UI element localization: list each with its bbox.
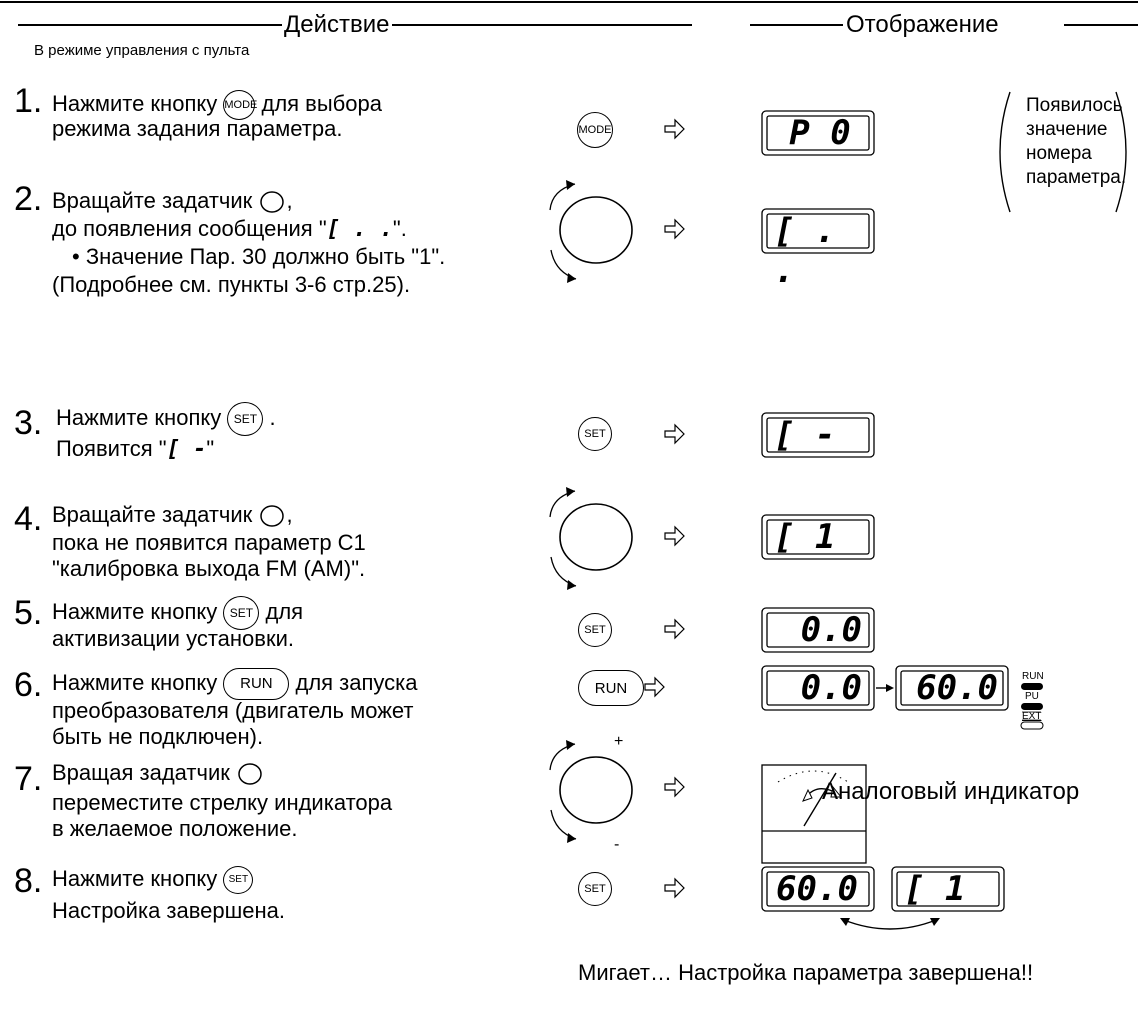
step-8-line2: Настройка завершена. (52, 898, 286, 923)
blink-double-arrow-icon (840, 918, 940, 930)
display-frame (895, 665, 1009, 711)
step-7-line3: в желаемое положение. (52, 816, 298, 841)
minus-sign: - (614, 836, 620, 853)
analog-meter-icon (761, 764, 867, 864)
meter-label: Аналоговый индикатор (822, 778, 1080, 805)
dial-icon (549, 487, 633, 590)
step-1-line1: Нажмите кнопку MODE для выбора (52, 90, 382, 120)
display-frame (761, 607, 875, 653)
run-button-inline: RUN (223, 668, 290, 700)
step-2-line3: • Значение Пар. 30 должно быть "1". (72, 244, 446, 269)
step-5-number: 5. (14, 594, 43, 632)
step-7-number: 7. (14, 760, 43, 798)
step-6-line1: Нажмите кнопку RUN для запуска (52, 668, 418, 700)
step-1-number: 1. (14, 82, 43, 120)
step-4-number: 4. (14, 500, 43, 538)
set-button-inline: SET (223, 596, 260, 630)
dial-icon (549, 740, 633, 843)
led-indicators (1020, 683, 1044, 730)
plus-sign: + (614, 733, 624, 750)
step-2-line4: (Подробнее см. пункты 3-6 стр.25). (52, 272, 411, 297)
set-button[interactable]: SET (578, 613, 612, 647)
step-4-line1: Вращайте задатчик , (52, 502, 293, 529)
display-frame (761, 514, 875, 560)
step-2-line1: Вращайте задатчик , (52, 188, 293, 215)
dial-icon-inline (260, 191, 285, 213)
step-6-number: 6. (14, 666, 43, 704)
step-2-number: 2. (14, 180, 43, 218)
step-3-line1: Нажмите кнопку SET . (56, 402, 276, 436)
set-button-inline: SET (223, 866, 254, 895)
display-step5: 0.0 (800, 610, 862, 650)
footer-note: Мигает… Настройка параметра завершена!! (578, 960, 1034, 985)
step-4-line3: "калибровка выхода FM (AM)". (52, 556, 366, 581)
step-2-line2: до появления сообщения "[ . .". (52, 216, 407, 242)
display-step6-start: 0.0 (800, 668, 862, 708)
run-button[interactable]: RUN (578, 670, 644, 706)
display-step6-end: 60.0 (916, 668, 998, 708)
arrow-icon (644, 677, 665, 697)
arrow-icon (664, 526, 685, 546)
step-3-line2: Появится "[ -" (56, 436, 215, 462)
display-step8-param: [ 1 (904, 869, 966, 909)
step-4-line2: пока не появится параметр С1 (52, 530, 366, 555)
mode-subtitle: В режиме управления с пульта (34, 42, 250, 59)
step-7-line2: переместите стрелку индикатора (52, 790, 393, 815)
note-bracket-left (999, 91, 1011, 213)
step-6-line3: быть не подключен). (52, 724, 264, 749)
set-button[interactable]: SET (578, 417, 612, 451)
mode-button-inline: MODE (223, 90, 257, 120)
set-button[interactable]: SET (578, 872, 612, 906)
arrow-right-icon (876, 684, 894, 692)
display-step4: [ 1 (774, 517, 836, 557)
display-step8-value: 60.0 (776, 869, 858, 909)
note-line-2: значение (1026, 119, 1108, 140)
arrow-icon (664, 119, 685, 139)
led-ext-label: EXT (1022, 711, 1042, 722)
arrow-icon (664, 619, 685, 639)
led-pu-label: PU (1025, 691, 1039, 702)
set-button-inline: SET (227, 402, 264, 436)
display-column-title: Отображение (846, 11, 999, 38)
step-1-line2: режима задания параметра. (52, 116, 343, 141)
display-step1: P 0 (789, 113, 851, 153)
step-3-number: 3. (14, 404, 43, 442)
led-run-label: RUN (1022, 671, 1044, 682)
step-6-line2: преобразователя (двигатель может (52, 698, 414, 723)
mode-button[interactable]: MODE (577, 112, 613, 148)
note-line-4: параметра. (1026, 167, 1127, 188)
header-rules (0, 1, 1138, 26)
step-8-number: 8. (14, 862, 43, 900)
dial-icon-inline (238, 763, 262, 785)
display-frame (761, 665, 875, 711)
arrow-icon (664, 219, 685, 239)
step-5-line2: активизации установки. (52, 626, 294, 651)
display-step3: [ - (774, 415, 836, 455)
display-frame (761, 110, 875, 156)
action-column-title: Действие (284, 11, 390, 38)
display-frame (761, 412, 875, 458)
display-frame (891, 866, 1005, 912)
display-frame (761, 866, 875, 912)
note-bracket-right (1115, 91, 1127, 213)
dial-icon (549, 180, 633, 283)
note-line-3: номера (1026, 143, 1092, 164)
arrow-icon (664, 777, 685, 797)
step-7-line1: Вращая задатчик (52, 760, 264, 787)
note-line-1: Появилось (1026, 95, 1123, 116)
display-frame (761, 208, 875, 254)
arrow-icon (664, 878, 685, 898)
display-step2: [ . . (774, 211, 836, 291)
step-5-line1: Нажмите кнопку SET для (52, 596, 303, 630)
step-8-line1: Нажмите кнопку SET (52, 866, 254, 895)
dial-icon-inline (260, 505, 285, 527)
arrow-icon (664, 424, 685, 444)
